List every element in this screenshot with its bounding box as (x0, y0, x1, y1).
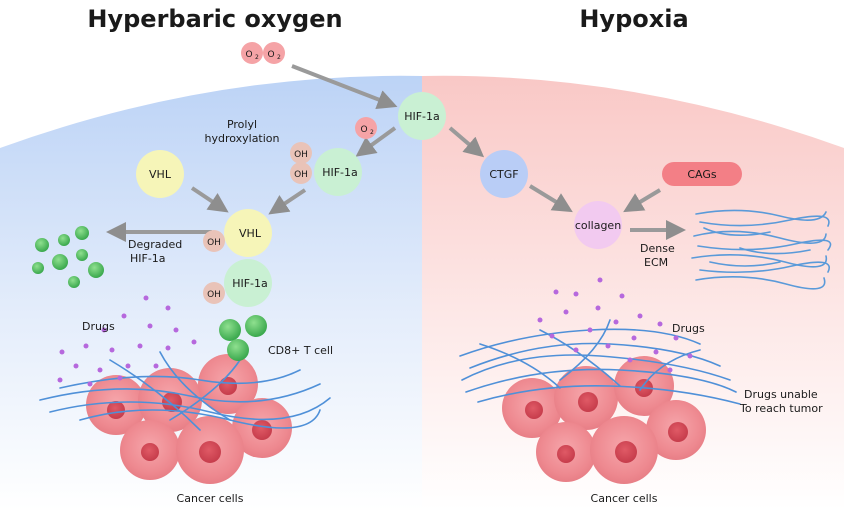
degraded-label: Degraded (128, 238, 182, 251)
oh-group-4 (203, 282, 225, 304)
oh-label-1: OH (294, 150, 308, 160)
oh-group-1 (290, 142, 312, 164)
vhl-center-node: OH VHL (203, 209, 272, 257)
degraded-hif-label: HIF-1a (130, 252, 166, 265)
collagen-node: collagen (574, 201, 622, 249)
dense-ecm-fibers (691, 209, 832, 290)
cags-node: CAGs (662, 162, 742, 186)
o2-right-letter: O (267, 50, 274, 60)
o2-single: O 2 (355, 117, 377, 139)
hif-1a-top-label: HIF-1a (404, 110, 440, 123)
oh-group-2 (290, 162, 312, 184)
arrow-hif-to-vhl (268, 188, 307, 215)
right-drug-particles (537, 277, 693, 373)
cags-label: CAGs (687, 168, 717, 181)
title-hypoxia: Hypoxia (579, 5, 688, 33)
cd8-t-cells (219, 315, 267, 361)
degraded-hif-particles (32, 226, 104, 288)
drugs-right-label: Drugs (672, 322, 705, 335)
right-tumor-cells (502, 356, 706, 484)
cd8-label: CD8+ T cell (268, 344, 333, 357)
o2-right-subscript: 2 (277, 54, 281, 61)
oh-group-3 (203, 230, 225, 252)
oh-label-4: OH (207, 290, 221, 300)
cancer-cells-right-label: Cancer cells (591, 492, 658, 505)
drugs-unable-label: Drugs unable (744, 388, 818, 401)
oxygen-atom-left (241, 42, 263, 64)
hif-1a-mid-label: HIF-1a (322, 166, 358, 179)
arrow-o2-to-hif (291, 64, 398, 109)
to-reach-tumor-label: To reach tumor (739, 402, 823, 415)
vhl-left-label: VHL (149, 168, 172, 181)
right-tumor-ecm-fibers (459, 319, 741, 405)
arrow-vhl-to-vhl (190, 186, 229, 213)
collagen-label: collagen (575, 219, 621, 232)
arrow-hif-to-ctgf (448, 126, 485, 158)
o2-molecule: O 2 O 2 (241, 42, 285, 64)
left-drug-particles (57, 295, 197, 387)
prolyl-label: Prolyl (227, 118, 257, 131)
left-tumor-ecm-fibers (39, 351, 331, 431)
oh-label-3: OH (207, 238, 221, 248)
title-hyperbaric-oxygen: Hyperbaric oxygen (87, 5, 342, 33)
hif-1a-low-node: OH HIF-1a (203, 259, 272, 307)
arrow-ctgf-to-collagen (528, 184, 573, 213)
vhl-center-label: VHL (239, 227, 262, 240)
hif-1a-hydroxylated-node: OH OH HIF-1a (290, 142, 362, 196)
arrow-hif-to-hydroxylation (355, 126, 397, 157)
o2-single-subscript: 2 (370, 129, 374, 136)
o2-left-letter: O (245, 50, 252, 60)
ctgf-label: CTGF (489, 168, 518, 181)
oxygen-atom-right (263, 42, 285, 64)
dense-label: Dense (640, 242, 675, 255)
o2-left-subscript: 2 (255, 54, 259, 61)
hydroxylation-label: hydroxylation (204, 132, 279, 145)
ecm-label: ECM (644, 256, 668, 269)
ctgf-node: CTGF (480, 150, 528, 198)
cancer-cells-left-label: Cancer cells (177, 492, 244, 505)
hif-1a-top-node: HIF-1a (398, 92, 446, 140)
hif-1a-low-label: HIF-1a (232, 277, 268, 290)
arrow-cags-to-collagen (623, 188, 662, 213)
o2-single-letter: O (360, 125, 367, 135)
pathway-arrows (106, 64, 686, 242)
drugs-left-label: Drugs (82, 320, 115, 333)
oh-label-2: OH (294, 170, 308, 180)
vhl-left-node: VHL (136, 150, 184, 198)
